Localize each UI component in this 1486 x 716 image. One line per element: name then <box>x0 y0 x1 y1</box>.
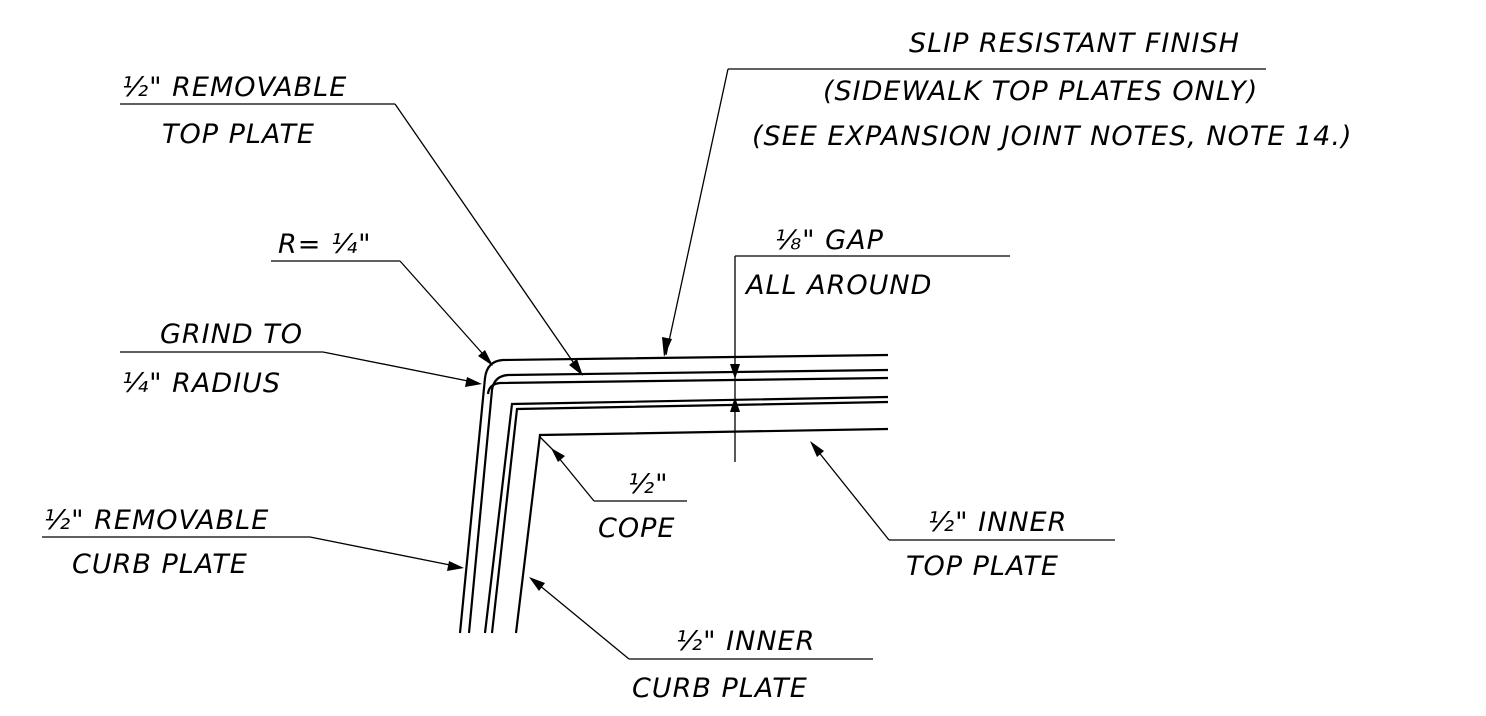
radius-label: R= ¼" <box>278 229 372 260</box>
removable-curb-plate-line-2: CURB PLATE <box>72 549 248 580</box>
labels: SLIP RESISTANT FINISH (SIDEWALK TOP PLAT… <box>44 28 1352 704</box>
removable-top-plate-inner <box>467 368 889 634</box>
inner-curb-plate-line-2: CURB PLATE <box>632 673 808 704</box>
inner-curb-plate-line-1: ½" INNER <box>676 626 815 657</box>
inner-top-plate-bottom <box>514 427 889 634</box>
cope-line-2: COPE <box>598 513 675 544</box>
removable-top-plate-line-1: ½" REMOVABLE <box>122 72 347 103</box>
slip-finish-line-1: SLIP RESISTANT FINISH <box>909 28 1240 59</box>
plate-geometry <box>458 353 889 634</box>
cope-cut <box>539 436 554 451</box>
slip-finish-line-2: (SIDEWALK TOP PLATES ONLY) <box>823 76 1258 107</box>
removable-curb-plate-inner-face <box>486 376 889 395</box>
inner-top-plate-line-1: ½" INNER <box>928 507 1067 538</box>
grind-line-2: ¼" RADIUS <box>122 368 281 399</box>
inner-top-plate-inner <box>490 400 889 634</box>
cope-line-1: ½" <box>628 469 669 500</box>
gap-line-2: ALL AROUND <box>744 270 932 301</box>
gap-dimension <box>730 256 740 462</box>
removable-curb-plate-line-1: ½" REMOVABLE <box>44 505 269 536</box>
inner-top-plate-outer <box>483 395 889 634</box>
removable-top-plate-line-2: TOP PLATE <box>162 119 315 150</box>
inner-top-plate-line-2: TOP PLATE <box>906 551 1059 582</box>
gap-line-1: ⅛" GAP <box>775 225 884 256</box>
removable-top-plate-outer <box>458 353 889 634</box>
leader-lines <box>42 68 1266 660</box>
slip-finish-line-3: (SEE EXPANSION JOINT NOTES, NOTE 14.) <box>752 121 1352 152</box>
grind-line-1: GRIND TO <box>160 319 303 350</box>
